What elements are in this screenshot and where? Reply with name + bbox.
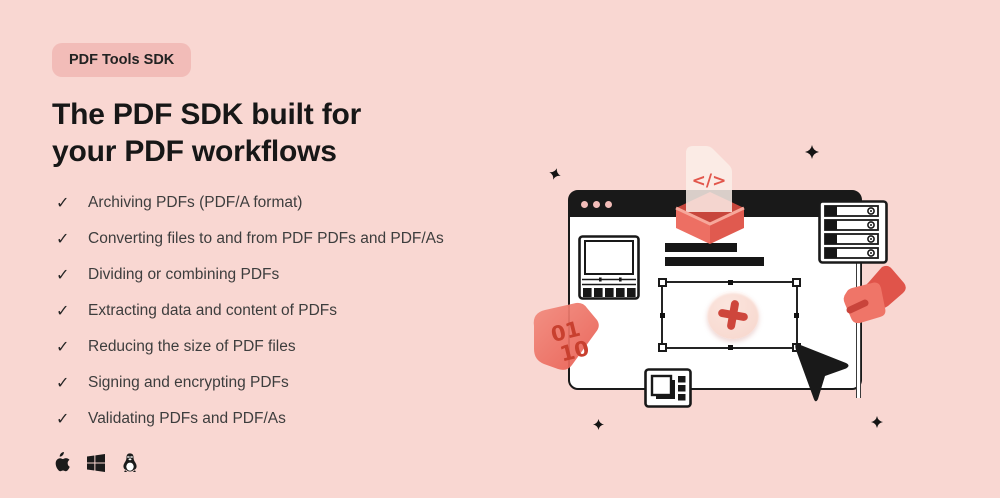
feature-label: Extracting data and content of PDFs [88, 302, 337, 319]
sparkle-icon [871, 416, 883, 428]
window-dot-icon [593, 200, 600, 208]
selection-handle[interactable] [792, 278, 801, 287]
text-placeholder-bar [665, 257, 764, 266]
feature-item: ✓ Validating PDFs and PDF/As [56, 401, 444, 437]
selection-midpoint [660, 313, 665, 318]
feature-label: Dividing or combining PDFs [88, 266, 280, 283]
feature-item: ✓ Dividing or combining PDFs [56, 257, 444, 293]
code-glyph: </> [692, 171, 727, 191]
selection-handle[interactable] [658, 278, 667, 287]
cursor-arrow-icon [795, 343, 849, 402]
window-dot-icon [581, 200, 588, 208]
selection-midpoint [727, 280, 733, 285]
check-icon: ✓ [56, 339, 70, 356]
code-package-box-icon: </> [675, 146, 745, 244]
feature-label: Converting files to and from PDF PDFs an… [88, 230, 444, 247]
feature-item: ✓ Archiving PDFs (PDF/A format) [56, 185, 444, 221]
check-icon: ✓ [56, 195, 70, 212]
feature-list: ✓ Archiving PDFs (PDF/A format) ✓ Conver… [56, 185, 444, 437]
sparkle-icon [593, 419, 604, 430]
page-title-line1: The PDF SDK built for [52, 98, 362, 131]
check-icon: ✓ [56, 411, 70, 428]
feature-label: Archiving PDFs (PDF/A format) [88, 194, 303, 211]
page-title-line2: your PDF workflows [52, 135, 337, 168]
platform-icons [53, 452, 139, 473]
sparkle-icon [549, 168, 561, 180]
check-icon: ✓ [56, 375, 70, 392]
linux-icon [123, 453, 137, 472]
sparkle-icon [805, 145, 819, 159]
feature-label: Signing and encrypting PDFs [88, 374, 289, 391]
paper-plane-icon [843, 265, 906, 324]
feature-item: ✓ Converting files to and from PDF PDFs … [56, 221, 444, 257]
server-rack-icon [818, 200, 888, 264]
add-button[interactable] [707, 291, 759, 339]
feature-item: ✓ Reducing the size of PDF files [56, 329, 444, 365]
server-pole [856, 260, 861, 398]
check-icon: ✓ [56, 267, 70, 284]
text-placeholder-bar [665, 243, 737, 252]
page-title: The PDF SDK built for your PDF workflows [52, 96, 361, 170]
window-dot-icon [605, 200, 612, 208]
product-badge: PDF Tools SDK [52, 43, 192, 77]
selection-marquee [658, 278, 801, 352]
apple-icon [55, 452, 70, 472]
feature-label: Reducing the size of PDF files [88, 338, 296, 355]
binary-sticker: 01 10 [533, 302, 599, 370]
viewer-panel-icon [578, 235, 640, 300]
windows-icon [87, 453, 105, 472]
selection-midpoint [794, 313, 799, 318]
check-icon: ✓ [56, 231, 70, 248]
layout-panel-icon [644, 368, 692, 408]
selection-midpoint [727, 345, 733, 350]
plus-icon [718, 300, 748, 330]
check-icon: ✓ [56, 303, 70, 320]
selection-handle[interactable] [658, 343, 667, 352]
feature-item: ✓ Signing and encrypting PDFs [56, 365, 444, 401]
feature-label: Validating PDFs and PDF/As [88, 410, 286, 427]
feature-item: ✓ Extracting data and content of PDFs [56, 293, 444, 329]
